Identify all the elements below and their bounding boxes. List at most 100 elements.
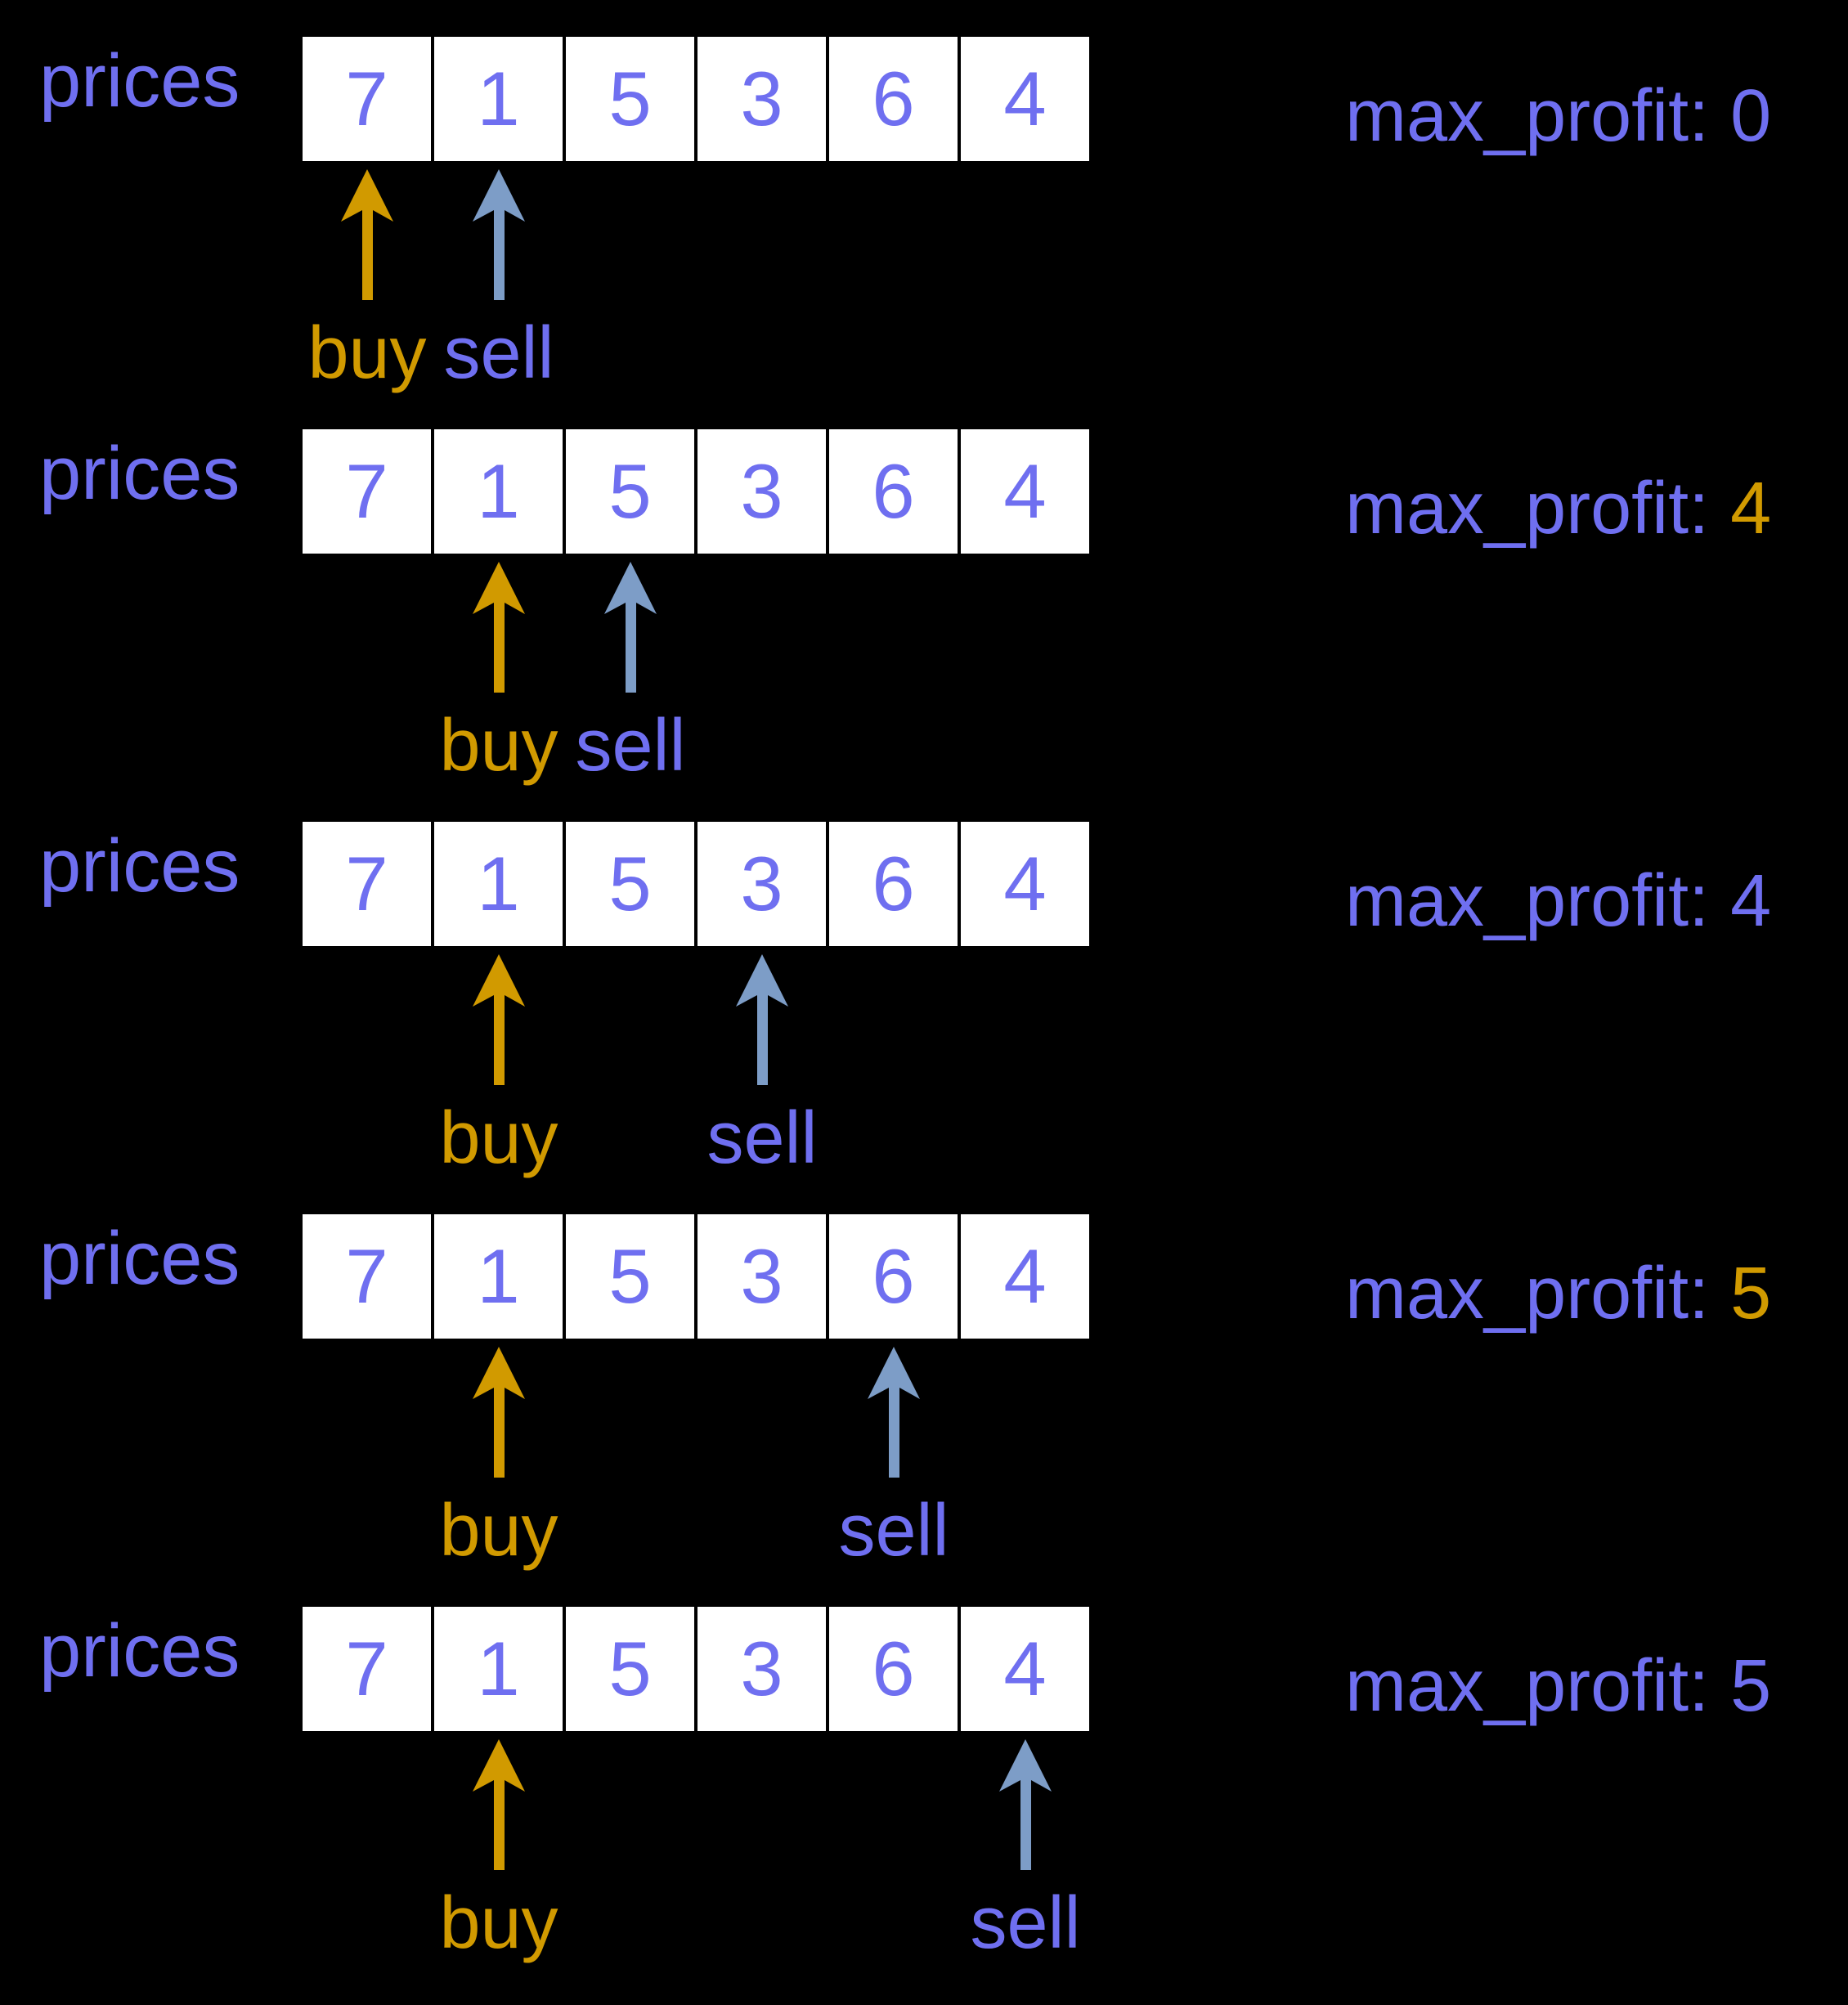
array-cell: 3 <box>697 429 826 554</box>
step-row-1: prices 7 1 5 3 6 4 buy sell max_profit:0 <box>0 37 1848 429</box>
max-profit-value: 5 <box>1730 1645 1772 1727</box>
array-cell: 6 <box>829 429 958 554</box>
buy-label: buy <box>439 1490 558 1572</box>
step-row-4: prices 7 1 5 3 6 4 buy sell max_profit:5 <box>0 1214 1848 1607</box>
array-cell: 7 <box>303 429 431 554</box>
max-profit-text: max_profit:5 <box>1345 1254 1771 1334</box>
array-cell: 5 <box>566 1607 694 1731</box>
cell-value: 3 <box>740 56 783 141</box>
sell-label: sell <box>706 1097 818 1179</box>
array-cell: 5 <box>566 822 694 946</box>
cell-value: 7 <box>345 56 388 141</box>
prices-array: 7 1 5 3 6 4 <box>303 1214 1092 1339</box>
max-profit-label: max_profit: <box>1345 1645 1710 1727</box>
buy-label: buy <box>439 705 558 787</box>
prices-array: 7 1 5 3 6 4 <box>303 429 1092 554</box>
max-profit-text: max_profit:5 <box>1345 1646 1771 1727</box>
buy-arrow-icon <box>473 1739 525 1870</box>
array-cell: 1 <box>434 37 563 161</box>
max-profit-value: 0 <box>1730 75 1772 157</box>
array-cell: 4 <box>961 429 1089 554</box>
cell-value: 3 <box>740 1626 783 1711</box>
array-cell: 3 <box>697 822 826 946</box>
cell-value: 4 <box>1003 841 1047 926</box>
cell-value: 3 <box>740 448 783 534</box>
array-cell: 6 <box>829 822 958 946</box>
array-cell: 1 <box>434 822 563 946</box>
cell-value: 7 <box>345 1626 388 1711</box>
cell-value: 5 <box>608 1626 652 1711</box>
array-cell: 5 <box>566 1214 694 1339</box>
sell-arrow-icon <box>736 954 788 1085</box>
cell-value: 4 <box>1003 56 1047 141</box>
array-cell: 1 <box>434 1214 563 1339</box>
array-cell: 4 <box>961 822 1089 946</box>
max-profit-text: max_profit:4 <box>1345 469 1771 549</box>
buy-label: buy <box>439 1097 558 1179</box>
buy-arrow-icon <box>473 954 525 1085</box>
array-cell: 6 <box>829 1607 958 1731</box>
prices-label: prices <box>39 39 240 123</box>
sell-arrow-icon <box>473 169 525 300</box>
max-profit-value: 4 <box>1730 860 1772 942</box>
cell-value: 3 <box>740 1233 783 1319</box>
array-cell: 3 <box>697 1214 826 1339</box>
cell-value: 6 <box>872 56 915 141</box>
prices-label: prices <box>39 824 240 908</box>
array-cell: 7 <box>303 1607 431 1731</box>
array-cell: 4 <box>961 1607 1089 1731</box>
sell-arrow-icon <box>604 562 657 693</box>
cell-value: 6 <box>872 1233 915 1319</box>
sell-label: sell <box>575 705 686 787</box>
array-cell: 1 <box>434 429 563 554</box>
cell-value: 6 <box>872 841 915 926</box>
max-profit-value: 5 <box>1730 1253 1772 1334</box>
prices-array: 7 1 5 3 6 4 <box>303 822 1092 946</box>
sell-label: sell <box>838 1490 949 1572</box>
array-cell: 5 <box>566 37 694 161</box>
array-cell: 4 <box>961 37 1089 161</box>
prices-array: 7 1 5 3 6 4 <box>303 37 1092 161</box>
array-cell: 3 <box>697 37 826 161</box>
cell-value: 6 <box>872 448 915 534</box>
array-cell: 7 <box>303 37 431 161</box>
prices-label: prices <box>39 1609 240 1693</box>
array-cell: 3 <box>697 1607 826 1731</box>
sell-label: sell <box>970 1882 1081 1964</box>
buy-arrow-icon <box>473 562 525 693</box>
max-profit-label: max_profit: <box>1345 468 1710 549</box>
step-row-5: prices 7 1 5 3 6 4 buy sell max_profit:5 <box>0 1607 1848 1999</box>
max-profit-value: 4 <box>1730 468 1772 549</box>
step-row-2: prices 7 1 5 3 6 4 buy sell max_profit:4 <box>0 429 1848 822</box>
array-cell: 5 <box>566 429 694 554</box>
array-cell: 6 <box>829 37 958 161</box>
sell-arrow-icon <box>868 1347 920 1478</box>
cell-value: 1 <box>477 841 520 926</box>
max-profit-label: max_profit: <box>1345 860 1710 942</box>
cell-value: 4 <box>1003 448 1047 534</box>
array-cell: 4 <box>961 1214 1089 1339</box>
cell-value: 6 <box>872 1626 915 1711</box>
max-profit-label: max_profit: <box>1345 75 1710 157</box>
cell-value: 3 <box>740 841 783 926</box>
cell-value: 4 <box>1003 1626 1047 1711</box>
cell-value: 1 <box>477 1626 520 1711</box>
array-cell: 7 <box>303 1214 431 1339</box>
max-profit-text: max_profit:0 <box>1345 76 1771 157</box>
sell-arrow-icon <box>999 1739 1052 1870</box>
max-profit-label: max_profit: <box>1345 1253 1710 1334</box>
sell-label: sell <box>443 312 554 394</box>
step-row-3: prices 7 1 5 3 6 4 buy sell max_profit:4 <box>0 822 1848 1214</box>
max-profit-text: max_profit:4 <box>1345 861 1771 942</box>
cell-value: 5 <box>608 448 652 534</box>
array-cell: 7 <box>303 822 431 946</box>
cell-value: 4 <box>1003 1233 1047 1319</box>
buy-arrow-icon <box>473 1347 525 1478</box>
prices-label: prices <box>39 432 240 515</box>
cell-value: 7 <box>345 448 388 534</box>
buy-label: buy <box>307 312 427 394</box>
prices-label: prices <box>39 1217 240 1300</box>
cell-value: 1 <box>477 56 520 141</box>
array-cell: 1 <box>434 1607 563 1731</box>
